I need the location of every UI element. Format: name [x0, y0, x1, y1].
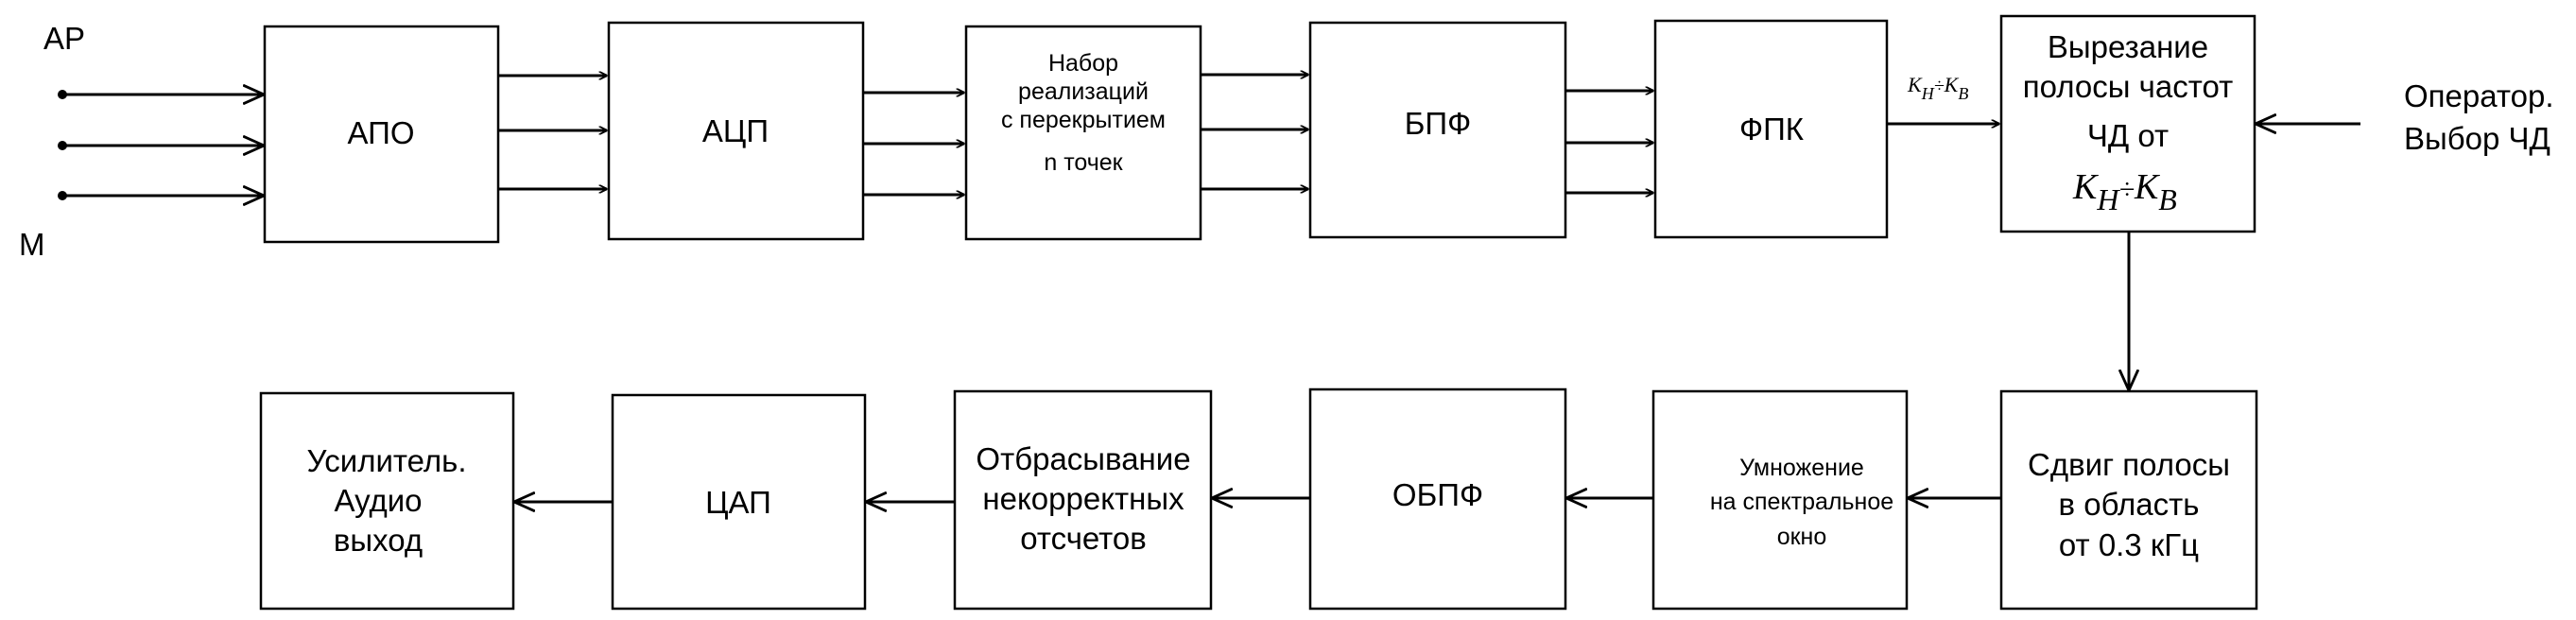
block-shift-band: Сдвиг полосы в область от 0.3 кГц: [1999, 389, 2258, 611]
block-dac: ЦАП: [611, 393, 867, 611]
block-frames: Набор реализаций с перекрытием n точек: [964, 25, 1202, 241]
range-formula-small: KH÷KB: [1907, 73, 1968, 103]
block-adc: АЦП: [607, 21, 865, 241]
block-cut-line-1: Вырезание: [2048, 29, 2208, 64]
formula-large-k2: K: [2134, 167, 2160, 207]
block-ifft: ОБПФ: [1308, 388, 1567, 611]
block-cut-line-3: ЧД от: [2087, 118, 2169, 153]
block-multiply-window: Умножение на спектральное окно: [1651, 389, 1909, 611]
formula-small-sub-h: H: [1921, 84, 1935, 103]
block-fft-label: БПФ: [1405, 106, 1471, 141]
operator-label-line-2: Выбор ЧД: [2404, 121, 2550, 156]
operator-label-line-1: Оператор.: [2404, 78, 2554, 113]
block-frames-line-2: реализаций: [1018, 78, 1149, 105]
formula-small-sub-b: B: [1958, 84, 1968, 103]
formula-large-div: ÷: [2118, 174, 2134, 205]
block-multiply-line-1: Умножение: [1739, 455, 1864, 481]
block-fpk: ФПК: [1653, 19, 1889, 239]
block-discard-line-2: некорректных: [982, 481, 1184, 516]
formula-small-k: K: [1907, 73, 1923, 96]
input-label-m: М: [19, 227, 45, 262]
block-discard-line-1: Отбрасывание: [976, 441, 1190, 476]
block-discard-line-3: отсчетов: [1020, 521, 1147, 556]
block-shift-line-2: в область: [2059, 487, 2200, 522]
formula-large-k: K: [2072, 167, 2099, 207]
block-apo-label: АПО: [347, 115, 414, 150]
formula-large-sub-b: B: [2158, 182, 2177, 216]
formula-large-sub-h: H: [2096, 182, 2120, 216]
block-multiply-line-2: на спектральное: [1710, 489, 1893, 515]
block-adc-label: АЦП: [702, 113, 769, 148]
block-fpk-label: ФПК: [1739, 112, 1805, 146]
input-label-ar: АР: [43, 21, 85, 56]
formula-small-div: ÷: [1934, 76, 1945, 96]
range-formula-large: KH÷KB: [2072, 167, 2177, 216]
block-shift-line-3: от 0.3 кГц: [2059, 527, 2199, 562]
block-amplifier-audio-out: Усилитель. Аудио выход: [259, 391, 515, 611]
block-frames-line-4: n точек: [1044, 149, 1123, 176]
block-cut-band: Вырезание полосы частот ЧД от KH÷KB: [1999, 14, 2256, 233]
block-apo: АПО: [263, 25, 500, 244]
block-discard-samples: Отбрасывание некорректных отсчетов: [953, 389, 1213, 611]
block-ifft-label: ОБПФ: [1392, 477, 1483, 512]
block-shift-line-1: Сдвиг полосы: [2028, 447, 2230, 482]
block-amp-line-3: выход: [334, 523, 423, 558]
block-amp-line-1: Усилитель.: [307, 443, 467, 478]
formula-small-k2: K: [1944, 73, 1960, 96]
block-frames-line-1: Набор: [1048, 50, 1118, 77]
block-amp-line-2: Аудио: [334, 483, 422, 518]
block-frames-line-3: с перекрытием: [1001, 107, 1166, 133]
block-dac-label: ЦАП: [705, 485, 771, 520]
block-cut-line-2: полосы частот: [2023, 69, 2233, 104]
svg-text:KH÷KB: KH÷KB: [1907, 73, 1968, 103]
block-fft: БПФ: [1308, 21, 1567, 239]
block-multiply-line-3: окно: [1777, 524, 1827, 550]
